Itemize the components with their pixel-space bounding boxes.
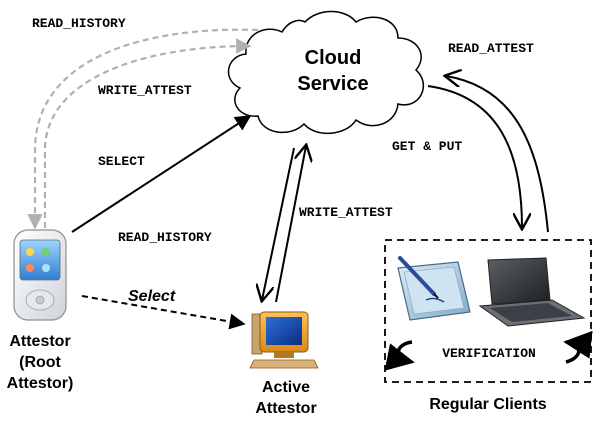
edge-label-read-attest: READ_ATTEST xyxy=(448,41,534,56)
write-attest-dashed-arrow xyxy=(43,38,252,228)
read-history-dashed-arrow xyxy=(27,28,259,230)
write-attest-arrow-to-cloud xyxy=(275,146,306,303)
regular-clients-label: Regular Clients xyxy=(429,396,546,413)
phone-icon xyxy=(13,229,67,321)
laptop-icon xyxy=(478,257,586,327)
edge-label-write-attest-mid: WRITE_ATTEST xyxy=(299,205,393,220)
cloud-label-line1: Cloud xyxy=(305,47,362,69)
cloud-client-arrows xyxy=(427,76,549,233)
active-attestor-label-line1: Active xyxy=(262,379,310,396)
regular-clients-group: VERIFICATION xyxy=(384,239,593,383)
gray-dashed-arrows xyxy=(27,28,259,230)
attestor-label-line3: Attestor) xyxy=(7,375,74,392)
edge-label-get-put: GET & PUT xyxy=(392,139,462,154)
edge-label-select: SELECT xyxy=(98,154,145,169)
attestor-label-line1: Attestor xyxy=(9,333,70,350)
desktop-computer-icon xyxy=(249,311,319,369)
verification-right-arrow-icon xyxy=(563,330,593,364)
cloud-service: Cloud Service xyxy=(227,10,425,135)
edge-label-read-history-mid: READ_HISTORY xyxy=(118,230,212,245)
read-attest-arrow-to-cloud xyxy=(446,76,549,233)
cloud-label-line2: Service xyxy=(297,73,368,95)
select-dashed-arrow xyxy=(81,295,246,330)
edge-label-write-attest-left: WRITE_ATTEST xyxy=(98,83,192,98)
attestor-label-line2: (Root xyxy=(19,354,61,371)
active-attestor-label-line2: Attestor xyxy=(255,400,316,417)
verification-left-arrow-icon xyxy=(384,340,415,371)
edge-label-select-italic: Select xyxy=(128,288,176,305)
get-put-arrow-to-clients xyxy=(427,85,522,228)
edge-label-read-history-top: READ_HISTORY xyxy=(32,16,126,31)
cloud-shape xyxy=(227,10,425,135)
tablet-icon xyxy=(397,256,471,321)
select-arrow xyxy=(71,115,252,233)
regular-clients-box xyxy=(384,239,592,383)
read-history-arrow-to-active xyxy=(262,147,295,300)
verification-label: VERIFICATION xyxy=(442,346,536,361)
